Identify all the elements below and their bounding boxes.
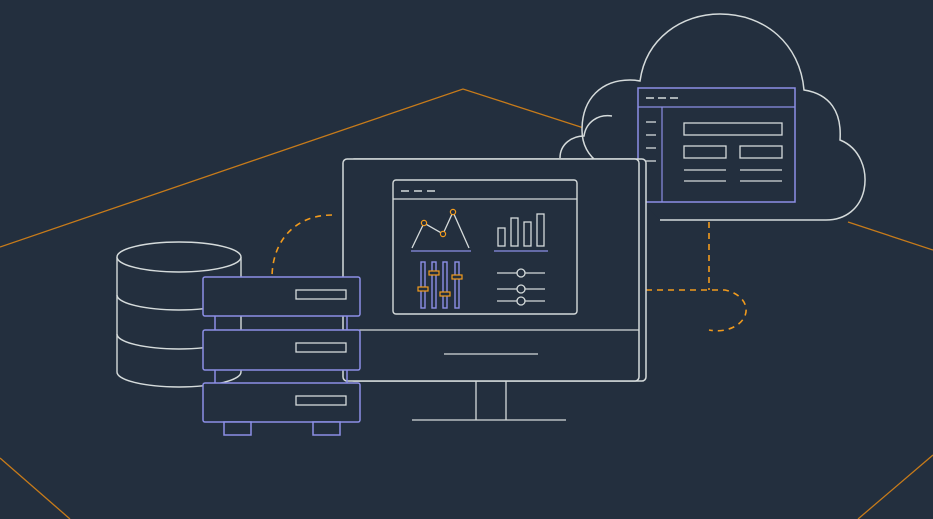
server-rack-icon: [202, 276, 361, 436]
connector-cloud-to-monitor: [646, 289, 747, 332]
line-chart-icon: [411, 208, 471, 252]
app-window-icon: [637, 87, 796, 203]
slider-controls-icon: [497, 268, 545, 306]
equalizer-sliders-icon: [417, 261, 463, 309]
dashboard-window: [392, 179, 578, 315]
connector-db-to-monitor: [271, 214, 333, 279]
bar-chart-icon: [494, 213, 548, 252]
orange-frame: [0, 88, 933, 519]
monitor-stand: [412, 381, 566, 421]
dashed-connectors: [271, 214, 747, 332]
